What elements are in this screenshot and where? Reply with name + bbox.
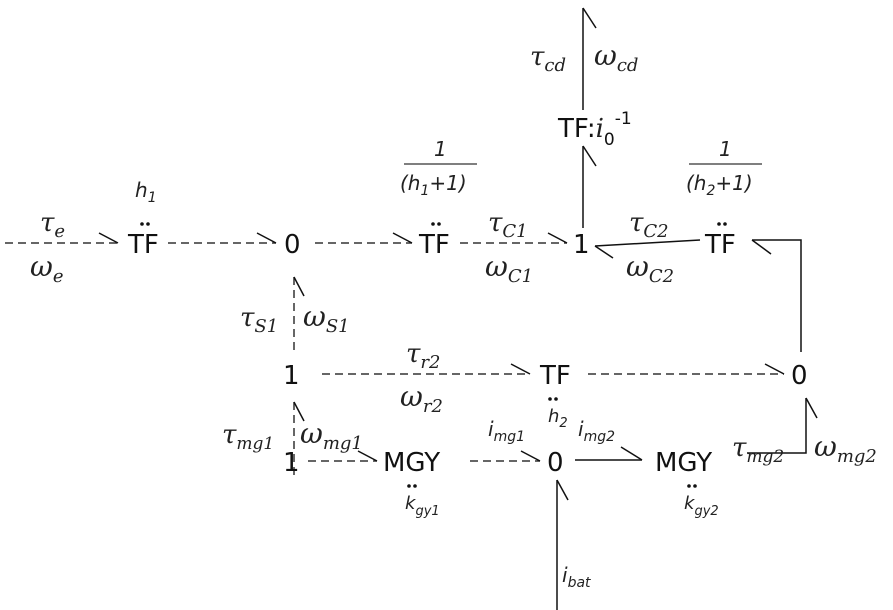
param-frac2-numerator: 1 [719,137,732,161]
node-tf-r2: TF [539,361,571,391]
solid-bonds [556,7,818,610]
bond-tfr2-to-zero-half-arrow [764,363,785,375]
label-omega-c1: ωC1 [485,250,533,287]
param-frac1-numerator: 1 [434,137,447,161]
node-zero-top: 0 [284,230,301,260]
label-omega-c2: ωC2 [626,250,674,287]
nodes: TF 0 TF 1 TF TF:i0-1 1 TF 0 1 MGY 0 MGY [127,109,808,478]
i0-superscript: -1 [615,109,632,129]
node-one-c: 1 [573,230,590,260]
bond-c1-half-arrow [547,232,568,244]
node-mgy2: MGY [655,448,712,478]
node-tf-c2: TF [704,230,736,260]
label-tau-mg2: τmg2 [732,433,784,467]
label-i-mg1: img1 [488,417,525,445]
bond-s1-half-arrow [293,276,305,297]
label-tau-s1: τS1 [240,303,278,337]
label-i-bat: ibat [562,563,591,591]
node-tf-engine: TF [127,230,159,260]
parameters: h1 1 (h1+1) 1 (h2+1) h2 kgy1 kgy2 [135,137,762,519]
bond-r2-half-arrow [510,363,531,375]
bond-right-vertical [752,239,802,352]
param-kgy2: kgy2 [684,493,719,519]
modulus-dots [140,222,727,488]
label-tau-c1: τC1 [488,208,528,242]
bond-bat-half-arrow [556,479,569,501]
param-h2: h2 [548,406,568,431]
param-frac2-denominator: (h2+1) [686,171,753,199]
node-zero-bottom: 0 [547,448,564,478]
label-i-mg2: img2 [578,417,615,445]
node-zero-right: 0 [791,361,808,391]
dashed-bonds [5,232,785,480]
bond-one-to-mgy1-half-arrow [357,450,378,462]
label-tau-r2: τr2 [406,339,440,373]
label-omega-mg2: ωmg2 [814,430,877,467]
label-tau-e: τe [40,208,65,242]
bond-labels: τe ωe τC1 ωC1 τC2 ωC2 τcd ωcd τS1 ωS [30,39,877,591]
label-tau-mg1: τmg1 [222,420,274,454]
label-omega-mg1: ωmg1 [300,417,363,454]
param-h1: h1 [135,178,157,206]
param-kgy1: kgy1 [405,493,440,519]
tf-cd-prefix: TF: [557,114,596,144]
node-one-s1: 1 [283,361,300,391]
bond-c2-half-arrow [594,245,614,259]
label-omega-r2: ωr2 [400,380,443,417]
bond-right-half-arrow [751,239,772,255]
node-one-mg1: 1 [283,448,300,478]
label-omega-s1: ωS1 [303,300,350,337]
label-tau-c2: τC2 [629,208,669,242]
label-omega-e: ωe [30,250,64,287]
node-tf-c1: TF [418,230,450,260]
label-omega-cd: ωcd [594,39,638,76]
bond-i0-half-arrow [582,145,597,167]
label-tau-cd: τcd [530,42,566,76]
bond-tf-to-zero-half-arrow [256,232,277,244]
bond-c2 [594,239,701,247]
node-mgy1: MGY [383,448,440,478]
bond-mg1-half-arrow [293,401,305,422]
bond-e-half-arrow [98,232,119,244]
bond-cd-half-arrow [582,7,597,29]
bond-mg2-half-arrow [805,397,818,419]
bond-img1-half-arrow [520,450,541,462]
bond-img2-half-arrow [620,446,643,461]
param-frac1-denominator: (h1+1) [400,171,467,199]
i0-symbol: i [596,114,604,144]
i0-subscript: 0 [604,130,615,150]
node-tf-cd: TF:i0-1 [557,109,632,150]
bond-zero-to-tfc1-half-arrow [392,232,413,244]
bond-mg2 [747,398,807,454]
